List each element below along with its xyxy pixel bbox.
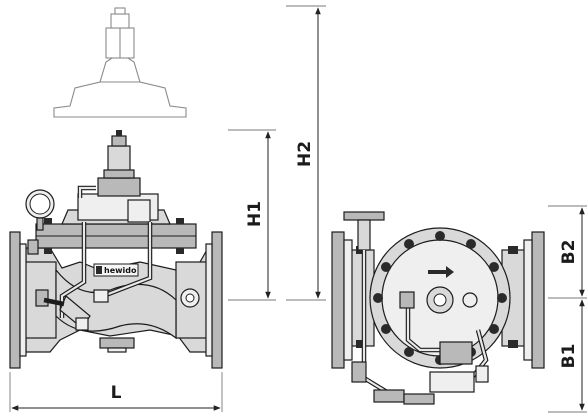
valve-front-view: hewido — [9, 130, 223, 369]
dimension-H1-label: H1 — [245, 201, 265, 227]
dimension-L-label: L — [111, 383, 122, 403]
dimension-H2-label: H2 — [295, 141, 315, 167]
dimension-B1-label: B1 — [559, 344, 579, 369]
cover-bolt-ring — [373, 231, 507, 365]
brand-label: hewido — [104, 266, 137, 275]
dimension-H1: H1 — [228, 129, 276, 301]
dimension-B2: B2 — [548, 205, 587, 299]
dimension-B1: B1 — [548, 299, 587, 413]
valve-side-view — [331, 211, 545, 405]
dimension-L: L — [9, 372, 223, 412]
dimension-H2: H2 — [286, 5, 326, 301]
service-clearance-ghost — [53, 7, 187, 118]
dimension-B2-label: B2 — [559, 240, 579, 265]
